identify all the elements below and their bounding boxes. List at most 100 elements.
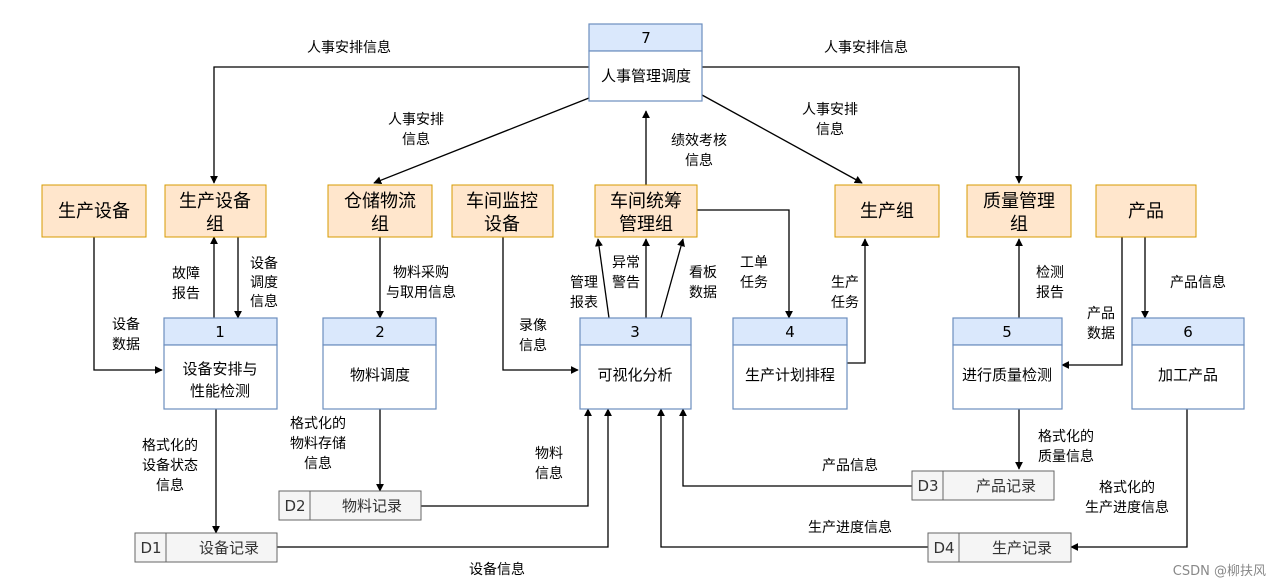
flow-material-info (421, 408, 592, 507)
flow-equip-info (277, 408, 612, 548)
label-equip-schedule-3: 信息 (250, 293, 278, 310)
store-name: 物料记录 (342, 497, 402, 515)
process-name-line2: 性能检测 (190, 382, 250, 400)
entity-label-line1: 仓储物流 (344, 191, 416, 212)
label-product-info: 产品信息 (1170, 274, 1226, 291)
process-name: 物料调度 (350, 366, 410, 384)
process-name: 进行质量检测 (962, 366, 1052, 384)
label-dashboard-1: 看板 (689, 265, 717, 281)
store-id: D4 (933, 539, 954, 557)
label-fmt-equip-3: 信息 (156, 477, 184, 494)
label-perf-1: 绩效考核 (671, 133, 727, 149)
entity-label-line2: 组 (371, 214, 389, 235)
store-d3: D3 产品记录 (911, 470, 1055, 501)
label-prod-task-2: 任务 (831, 295, 859, 311)
label-product-data-1: 产品 (1087, 306, 1115, 322)
label-material-info-2: 信息 (535, 465, 563, 482)
flow-lines (93, 66, 1188, 551)
process-name-line1: 设备安排与 (182, 360, 257, 378)
label-fmt-equip-2: 设备状态 (142, 457, 198, 474)
process-name: 可视化分析 (597, 366, 672, 384)
label-fault-1: 故障 (172, 266, 200, 282)
label-video-2: 信息 (519, 337, 547, 354)
label-work-order-1: 工单 (740, 255, 768, 271)
label-fmt-progress-2: 生产进度信息 (1085, 499, 1169, 516)
entity-product: 产品 (1095, 184, 1197, 238)
entity-quality-group: 质量管理 组 (966, 184, 1072, 238)
flow-product-info-d3 (679, 408, 912, 487)
flow-work-order (697, 209, 793, 319)
store-name: 生产记录 (992, 539, 1052, 557)
process-number: 3 (630, 323, 640, 341)
entity-label-line2: 设备 (484, 214, 520, 235)
flow-hr-to-quality-group (702, 66, 1023, 184)
entity-label-line2: 组 (1010, 214, 1028, 235)
process-name: 生产计划排程 (745, 366, 835, 384)
process-number: 6 (1183, 323, 1193, 341)
process-3: 3 可视化分析 (579, 317, 692, 410)
label-fmt-material-3: 信息 (304, 455, 332, 472)
label-alert-1: 异常 (612, 255, 640, 271)
process-name: 加工产品 (1158, 366, 1218, 384)
label-product-info-d3: 产品信息 (822, 457, 878, 474)
label-prod-task-1: 生产 (831, 275, 859, 291)
store-id: D3 (917, 477, 938, 495)
label-equip-info: 设备信息 (469, 561, 525, 578)
entity-label: 产品 (1128, 201, 1164, 222)
flow-equip-data (93, 237, 163, 374)
entity-label: 生产组 (860, 201, 914, 222)
flow-mgmt-report (595, 238, 610, 319)
label-mgmt-report-2: 报表 (570, 295, 598, 311)
label-fmt-material-1: 格式化的 (290, 416, 346, 432)
label-material-purchase-2: 与取用信息 (386, 284, 456, 301)
process-2: 2 物料调度 (322, 317, 437, 410)
entity-prod-group: 生产组 (834, 184, 940, 238)
store-d2: D2 物料记录 (278, 490, 422, 521)
flow-progress-info (657, 408, 928, 548)
store-name: 设备记录 (199, 539, 259, 557)
label-hr-prod-1: 人事安排 (802, 102, 858, 118)
process-number: 5 (1002, 323, 1012, 341)
process-name: 人事管理调度 (601, 67, 691, 85)
label-alert-2: 警告 (612, 275, 640, 291)
label-fault-2: 报告 (172, 286, 200, 302)
label-fmt-quality-2: 质量信息 (1038, 448, 1094, 465)
entity-label-line1: 质量管理 (983, 191, 1055, 212)
entity-coord-group: 车间统筹 管理组 (594, 184, 698, 238)
entity-label-line2: 组 (206, 214, 224, 235)
label-hr-left: 人事安排信息 (307, 39, 391, 56)
label-material-purchase-1: 物料采购 (393, 265, 449, 281)
entity-label: 生产设备 (58, 201, 130, 222)
entity-label-line1: 生产设备 (179, 191, 251, 212)
label-hr-right: 人事安排信息 (824, 39, 908, 56)
flow-product-data (1061, 237, 1123, 369)
process-number: 1 (215, 323, 225, 341)
label-material-info-1: 物料 (535, 446, 563, 462)
store-d4: D4 生产记录 (927, 532, 1072, 563)
store-id: D2 (284, 497, 305, 515)
label-fmt-progress-1: 格式化的 (1099, 480, 1155, 496)
process-7: 7 人事管理调度 (588, 23, 703, 102)
flow-hr-to-prod-group (701, 94, 863, 184)
flow-hr-to-warehouse (373, 97, 590, 185)
process-1: 1 设备安排与 性能检测 (163, 317, 278, 410)
entity-prod-equipment: 生产设备 (41, 184, 147, 238)
label-equip-data-1: 设备 (112, 316, 140, 333)
process-number: 4 (785, 323, 795, 341)
label-equip-data-2: 数据 (112, 337, 140, 353)
flow-prod-task (847, 238, 869, 364)
label-fmt-quality-1: 格式化的 (1038, 429, 1094, 445)
flow-dashboard (660, 238, 685, 319)
store-d1: D1 设备记录 (134, 532, 278, 563)
label-hr-prod-2: 信息 (816, 121, 844, 138)
watermark: CSDN @柳扶风 (1173, 564, 1266, 579)
label-fmt-material-2: 物料存储 (290, 436, 346, 452)
label-video-1: 录像 (519, 318, 547, 334)
flow-labels: 人事安排信息 人事安排信息 人事安排 信息 人事安排 信息 绩效考核 信息 故障… (112, 39, 1226, 578)
entity-label-line2: 管理组 (619, 214, 673, 235)
label-equip-schedule-2: 调度 (250, 275, 278, 291)
label-hr-warehouse-1: 人事安排 (388, 112, 444, 128)
process-5: 5 进行质量检测 (952, 317, 1063, 410)
flow-hr-to-equip-group (210, 66, 589, 184)
